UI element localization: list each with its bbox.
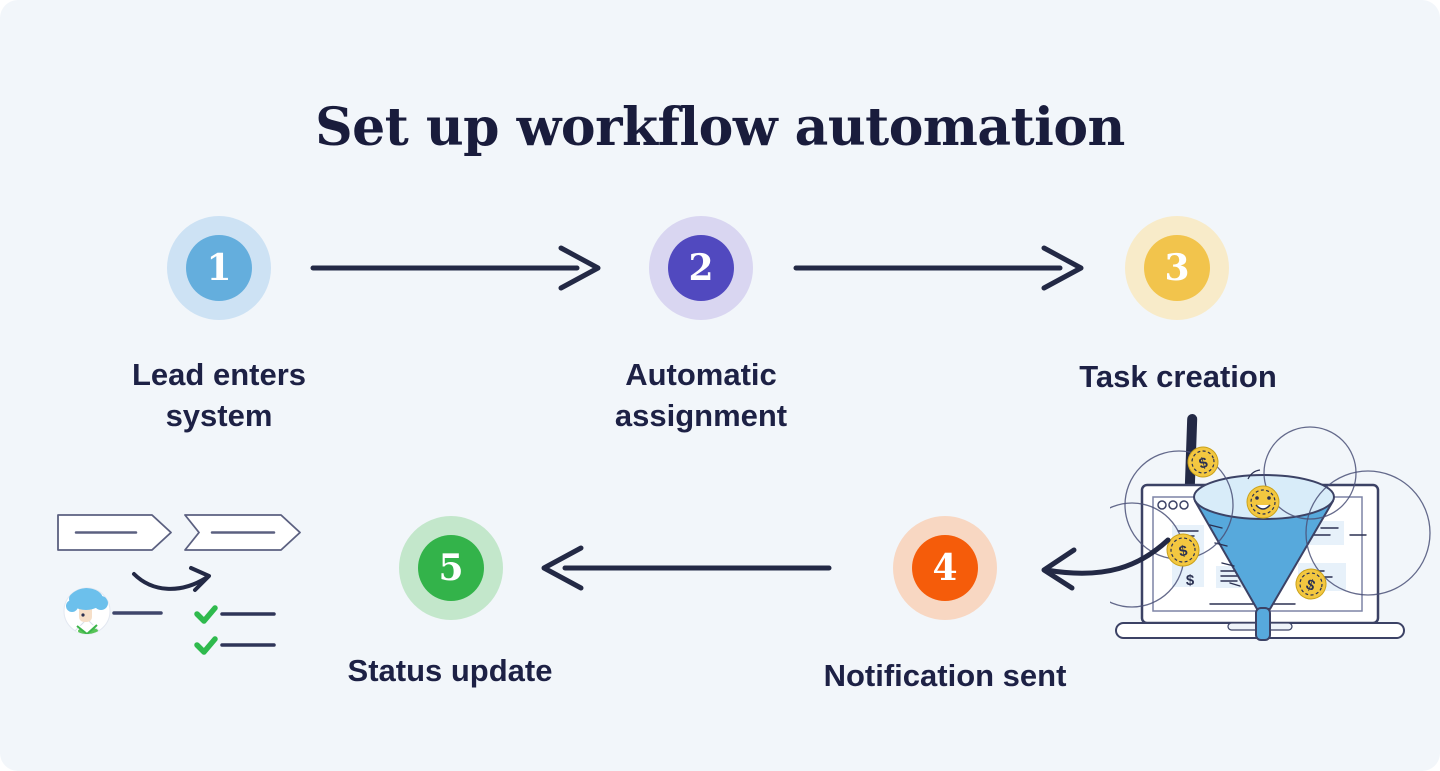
arrow-illustration-to-step4-icon — [1041, 537, 1171, 591]
arrow-step1-to-step2-icon — [310, 245, 601, 291]
status-update-illustration — [57, 514, 301, 655]
step-circle-3: 3 — [1125, 216, 1229, 320]
dollar-coin-icon: $ — [1295, 568, 1327, 600]
laptop-lead-funnel-illustration: $ $ $ — [1110, 426, 1431, 641]
step-label-1: Lead enters system — [131, 357, 306, 434]
step-circle-4: 4 — [893, 516, 997, 620]
step-number-3: 3 — [1144, 235, 1210, 301]
step-label-5: Status update — [347, 653, 553, 688]
step-number-5: 5 — [418, 535, 484, 601]
step-label-3: Task creation — [1079, 359, 1277, 394]
step-circle-5: 5 — [399, 516, 503, 620]
step-number-4: 4 — [912, 535, 978, 601]
step-circle-2: 2 — [649, 216, 753, 320]
step-label-2: Automatic assignment — [614, 357, 788, 434]
step-number-2: 2 — [668, 235, 734, 301]
chevron-banner-icon — [184, 514, 301, 551]
arrow-step4-to-step5-icon — [541, 545, 832, 591]
step-number-1: 1 — [186, 235, 252, 301]
dollar-glyph: $ — [1186, 572, 1195, 589]
browser-dots-icon — [1157, 500, 1189, 510]
check-icon — [194, 605, 276, 624]
dollar-coin-icon: $ — [1187, 446, 1219, 478]
svg-text:$: $ — [1178, 542, 1190, 560]
step-label-4: Notification sent — [823, 658, 1067, 693]
dollar-coin-icon: $ — [1166, 533, 1200, 567]
smiley-coin-icon — [1246, 469, 1280, 519]
step-circle-1: 1 — [167, 216, 271, 320]
check-icon — [194, 636, 276, 655]
arrow-step2-to-step3-icon — [793, 245, 1084, 291]
curved-arrow-icon — [132, 566, 211, 592]
avatar — [63, 587, 111, 635]
page-title: Set up workflow automation — [315, 96, 1125, 158]
chevron-banner-icon — [57, 514, 172, 551]
